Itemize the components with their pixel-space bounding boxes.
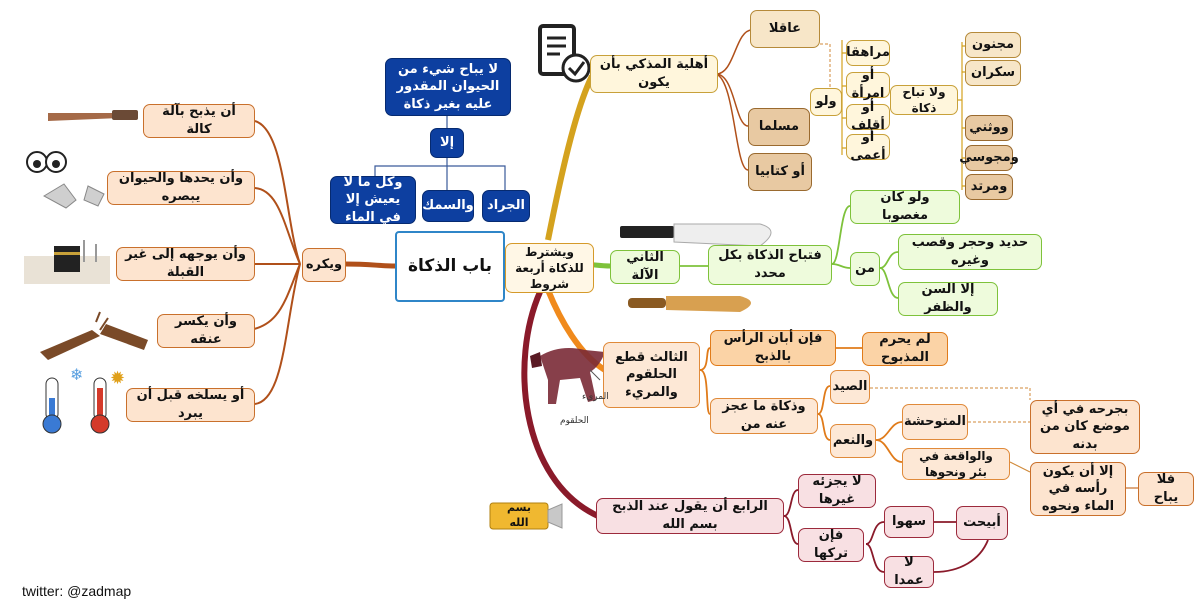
bismillah-label: بسم الله [507, 501, 531, 529]
third-branches [699, 347, 903, 463]
walaw-item: أو أقلف [846, 100, 890, 133]
first-branches [715, 29, 753, 171]
makruh-item: وأن يحدها والحيوان يبصره [107, 171, 255, 205]
rusty-knife-icon [48, 110, 138, 121]
makruh-item: وأن يوجهه إلى غير القبلة [116, 247, 255, 281]
third-illa-an: إلا أن يكون رأسه في الماء ونحوه [1030, 462, 1126, 516]
fourth-label: الرابع أن يقول عند الذبح بسم الله [596, 498, 784, 534]
third-ajaza: وذكاة ما عجز عنه من [710, 398, 818, 434]
second-walaw: ولو كان مغصوبا [850, 190, 960, 224]
first-walaw: ولو [810, 88, 842, 116]
makruh-branches [239, 120, 301, 405]
fourth-sahwan: سهوا [884, 506, 934, 538]
first-label: أهلية المذكي بأن يكون [590, 55, 718, 93]
second-branches [680, 205, 899, 299]
connector-first [545, 74, 595, 241]
footer-credit: twitter: @zadmap [22, 583, 132, 599]
makruh-hub: ويكره [302, 248, 346, 282]
second-illa: إلا السن والظفر [898, 282, 998, 316]
fourth-amdan: لا عمدا [884, 555, 934, 588]
broken-stick-icon [40, 311, 148, 360]
blue-top: لا يباح شيء من الحيوان المقدور عليه بغير… [385, 58, 511, 116]
second-mubah: فتباح الذكاة بكل محدد [708, 245, 832, 285]
makruh-item: وأن يكسر عنقه [157, 314, 255, 348]
first-la-tubah: ولا تباح ذكاة [890, 85, 958, 115]
blue-item: والسمك [422, 190, 474, 222]
walaw-item: أو أعمى [846, 130, 890, 163]
la-item: ووثني [965, 115, 1013, 141]
mari-label: المريء [582, 392, 609, 402]
hulqum-label: الحلقوم [560, 416, 589, 426]
second-hadid: حديد وحجر وقصب وغيره [898, 234, 1042, 270]
first-kitabi: أو كتابيا [748, 153, 812, 191]
svg-text:❄: ❄ [70, 365, 83, 384]
la-item: مجنون [965, 32, 1021, 58]
bismillah-badge-icon [489, 502, 563, 530]
thermometer-cold-icon: ❄ [42, 365, 83, 434]
second-min: من [850, 252, 880, 286]
makruh-item: أن يذبح بآلة كالة [143, 104, 255, 138]
first-aqil: عاقلا [750, 10, 820, 48]
fourth-branches [783, 489, 989, 573]
checklist-icon [538, 24, 591, 83]
blue-item: وكل ما لا يعيش إلا في الماء [330, 175, 416, 225]
svg-text:✹: ✹ [110, 368, 125, 389]
fourth-ubihat: أبيحت [956, 506, 1008, 540]
blue-item: الجراد [482, 190, 530, 222]
second-label: الثاني الآلة [610, 250, 680, 284]
third-waqia: والواقعة في بئر ونحوها [902, 448, 1010, 480]
fourth-tarakaha: فإن تركها [798, 528, 864, 562]
thermometer-hot-icon: ✹ [90, 368, 125, 434]
third-abana: فإن أبان الرأس بالذبح [710, 330, 836, 366]
third-naam: والنعم [830, 424, 876, 458]
third-mutawahhisha: المتوحشة [902, 404, 968, 440]
connector-fourth [521, 290, 600, 519]
third-jarh: بجرحه في أي موضع كان من بدنه [1030, 400, 1140, 454]
wooden-knife-icon [628, 296, 751, 312]
chef-knife-icon [620, 223, 772, 247]
cow-anatomy-icon [530, 348, 605, 404]
la-item: ومجوسي [959, 145, 1019, 171]
center-title: باب الذكاة [395, 231, 505, 302]
first-muslim: مسلما [748, 108, 810, 146]
eyes-icon [26, 151, 105, 209]
conditions-hub: ويشترط للذكاة أربعة شروط [505, 243, 594, 293]
blue-illa: إلا [430, 128, 464, 158]
fourth-la-yujzi: لا يجزئه غيرها [798, 474, 876, 508]
third-sayd: الصيد [830, 370, 870, 404]
third-lam-yahrum: لم يحرم المذبوح [862, 332, 948, 366]
la-item: سكران [965, 60, 1021, 86]
makruh-item: أو يسلخه قبل أن يبرد [126, 388, 255, 422]
third-label: الثالث قطع الحلقوم والمريء [603, 342, 700, 408]
blue-branches [374, 116, 506, 190]
la-item: ومرتد [965, 174, 1013, 200]
kaaba-icon [24, 240, 110, 284]
connector-makruh [344, 261, 396, 269]
walaw-item: أو امرأة [846, 68, 890, 101]
third-fala: فلا يباح [1138, 472, 1194, 506]
walaw-item: مراهقا [846, 40, 890, 66]
